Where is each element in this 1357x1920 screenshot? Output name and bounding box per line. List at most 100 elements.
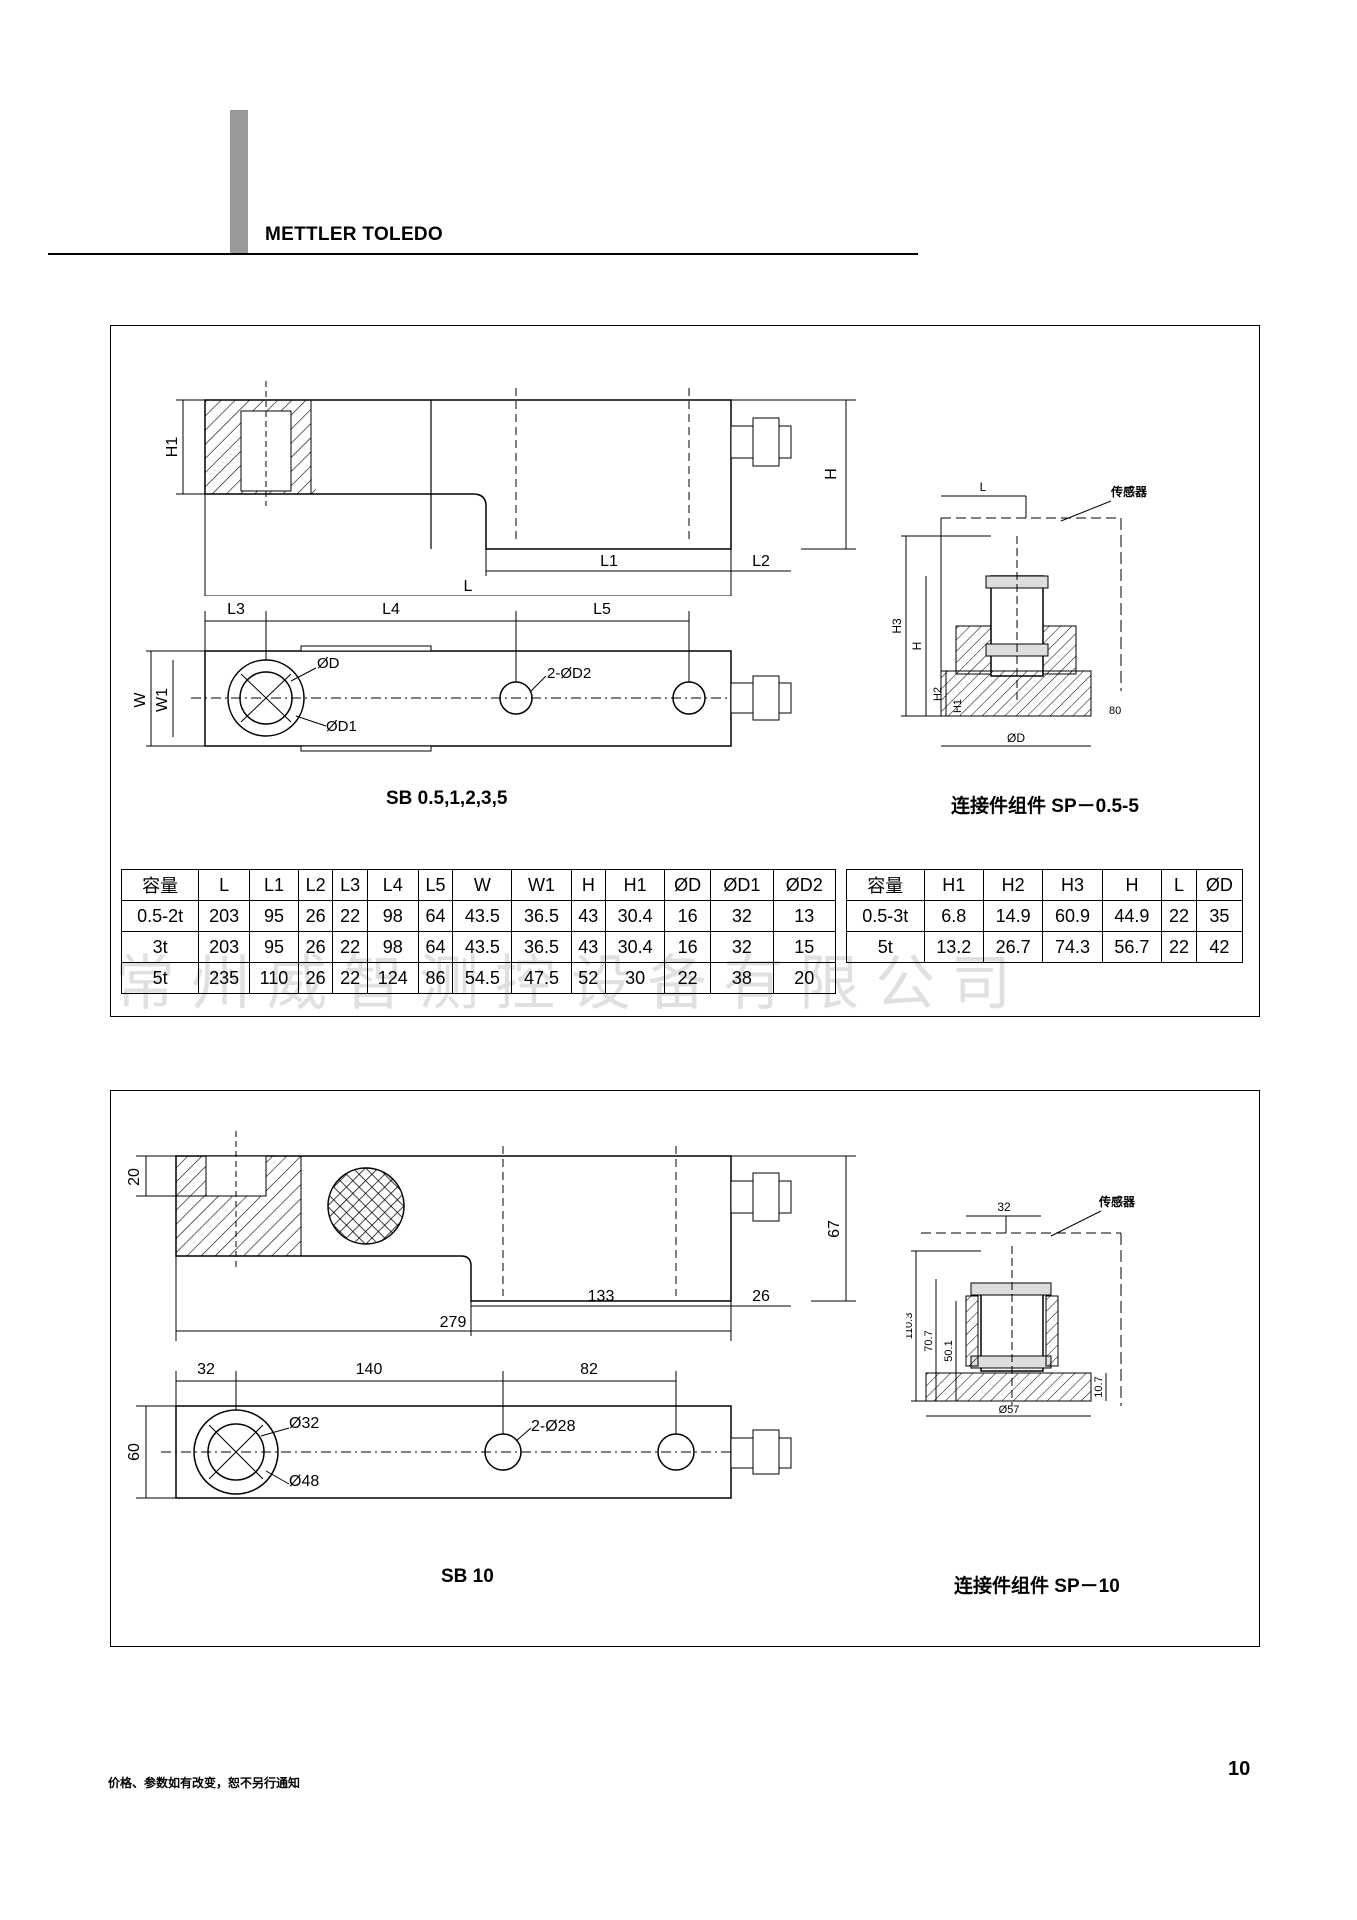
sp-header-cell: ØD — [1195, 869, 1244, 901]
sb10-dim-l1: 133 — [588, 1288, 615, 1305]
connector-drawing-sp-0-5: 传感器 L H3 H H2 H1 80 ØD — [890, 480, 1148, 747]
sp-table-cell: 0.5-3t — [846, 900, 925, 932]
sb10-dim-h: 67 — [826, 1220, 843, 1238]
sb-header-cell: H — [570, 869, 607, 901]
sb-table-cell: 47.5 — [511, 962, 572, 994]
side-view-drawing: H1 H L1 L2 L — [164, 381, 856, 596]
sp-table-cell: 26.7 — [982, 931, 1044, 963]
caption-sp-0-5: 连接件组件 SP－0.5-5 — [951, 796, 1139, 817]
sb10-dim-d2: 2-Ø28 — [531, 1418, 576, 1435]
sb-table-cell: 0.5-2t — [120, 900, 200, 932]
sb-table-cell: 26 — [297, 962, 334, 994]
sp-header-cell: H — [1101, 869, 1163, 901]
sp-header-cell: L — [1161, 869, 1197, 901]
sp-table-cell: 74.3 — [1042, 931, 1103, 963]
sb-table-cell: 43 — [570, 931, 607, 963]
dim-w1: W1 — [154, 688, 171, 712]
sb-table-cell: 30.4 — [605, 900, 666, 932]
sb-table-cell: 20 — [772, 962, 837, 994]
sp-table-cell: 35 — [1195, 900, 1244, 932]
dim-w: W — [132, 692, 149, 708]
sensor-label: 传感器 — [1110, 484, 1148, 499]
caption-sb-10: SB 10 — [441, 1566, 494, 1587]
sp-dim-h3: H3 — [890, 618, 904, 634]
sb-table-cell: 43.5 — [452, 900, 513, 932]
sb-header-cell: L1 — [249, 869, 299, 901]
sb-header-cell: L3 — [332, 869, 368, 901]
sb10-dim-w: 60 — [126, 1443, 143, 1461]
sb-table-cell: 5t — [120, 962, 200, 994]
sb-table-cell: 95 — [249, 931, 299, 963]
sp-dim-d: ØD — [1007, 731, 1025, 745]
sp-table-cell: 14.9 — [982, 900, 1044, 932]
sb10-dim-l4: 140 — [356, 1361, 383, 1378]
sb10-dim-l3: 32 — [197, 1361, 215, 1378]
sp10-dim-h: 70.7 — [923, 1330, 935, 1351]
sb-table-cell: 43 — [570, 900, 607, 932]
sp-header-cell: H2 — [982, 869, 1044, 901]
sp-table-cell: 56.7 — [1101, 931, 1163, 963]
sb-table-cell: 124 — [366, 962, 419, 994]
sp-dim-h2: H2 — [932, 687, 944, 701]
sp10-dim-h2: 50.1 — [943, 1340, 955, 1361]
sb-header-cell: ØD — [664, 869, 712, 901]
sp-table-cell: 13.2 — [923, 931, 984, 963]
footer-note: 价格、参数如有改变，恕不另行通知 — [108, 1776, 301, 1790]
dim-l3: L3 — [227, 601, 245, 618]
sb-table-cell: 98 — [366, 931, 419, 963]
sb10-dim-l2: 26 — [752, 1288, 770, 1305]
sb-table-cell: 95 — [249, 900, 299, 932]
sb-header-cell: L4 — [366, 869, 419, 901]
dim-d2: 2-ØD2 — [547, 665, 591, 682]
sb-header-cell: W — [452, 869, 513, 901]
dim-l2: L2 — [752, 553, 770, 570]
sb-table-cell: 26 — [297, 931, 334, 963]
sb-table-cell: 16 — [664, 900, 712, 932]
sb-table-cell: 36.5 — [511, 931, 572, 963]
sp-header-cell: H1 — [923, 869, 984, 901]
sp-table-cell: 44.9 — [1101, 900, 1163, 932]
page-number: 10 — [1228, 1758, 1251, 1780]
sp-table-cell: 22 — [1161, 931, 1197, 963]
sb-table-cell: 110 — [249, 962, 299, 994]
sb-table-cell: 98 — [366, 900, 419, 932]
sp10-dim-l: 32 — [997, 1200, 1011, 1214]
sb-table-cell: 22 — [332, 900, 368, 932]
sb10-dim-l5: 82 — [580, 1361, 598, 1378]
sp-header-cell: 容量 — [846, 869, 925, 901]
sb10-dim-d1: Ø48 — [289, 1473, 319, 1490]
sb-header-cell: L — [198, 869, 251, 901]
sb10-sensor-label: 传感器 — [1098, 1194, 1136, 1209]
sp-dim-h: H — [910, 642, 924, 651]
sp10-dim-h1: 10.7 — [1093, 1376, 1105, 1397]
sb-table-cell: 36.5 — [511, 900, 572, 932]
sb-header-cell: ØD1 — [710, 869, 774, 901]
sb-table-cell: 30 — [605, 962, 666, 994]
sp-table-cell: 22 — [1161, 900, 1197, 932]
dim-l1: L1 — [600, 553, 618, 570]
sb-table-cell: 235 — [198, 962, 251, 994]
sp-table-cell: 42 — [1195, 931, 1244, 963]
sp-angle: 80 — [1109, 705, 1121, 717]
dim-d1: ØD1 — [326, 718, 357, 735]
sb-table-cell: 15 — [772, 931, 837, 963]
panel-sb-0-5: H1 H L1 L2 L L3 — [110, 325, 1260, 1017]
sp-header-cell: H3 — [1042, 869, 1103, 901]
sb-table-cell: 13 — [772, 900, 837, 932]
brand-accent-bar — [230, 110, 248, 253]
sp-table-cell: 5t — [846, 931, 925, 963]
dim-h: H — [823, 468, 840, 480]
sb-table-cell: 30.4 — [605, 931, 666, 963]
sb-header-cell: W1 — [511, 869, 572, 901]
sb10-dim-d: Ø32 — [289, 1415, 319, 1432]
dim-l4: L4 — [382, 601, 400, 618]
sb-table-cell: 203 — [198, 900, 251, 932]
brand-name: METTLER TOLEDO — [265, 224, 444, 245]
sb-table-cell: 43.5 — [452, 931, 513, 963]
sb-table-cell: 64 — [417, 931, 454, 963]
dim-l5: L5 — [593, 601, 611, 618]
